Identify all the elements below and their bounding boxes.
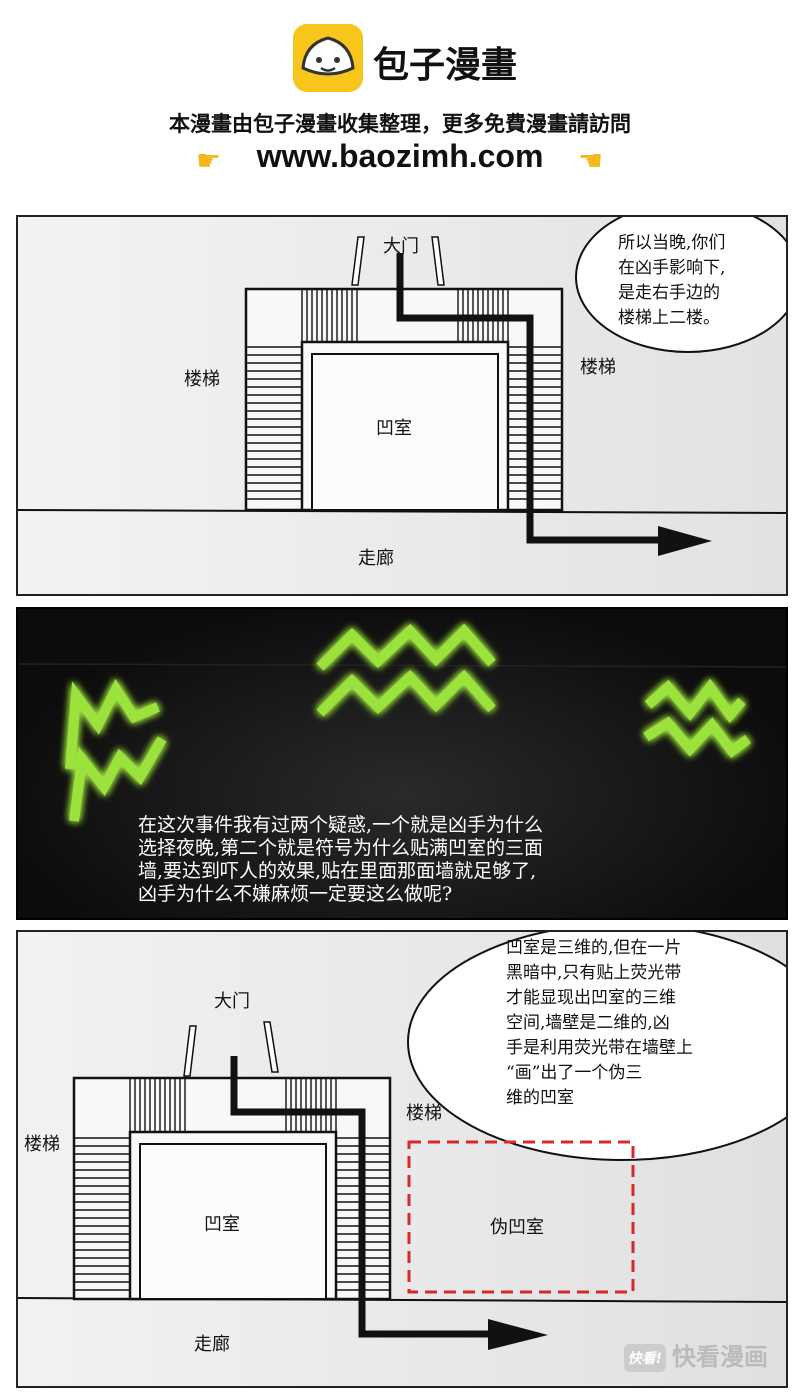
- pointing-right-hand-icon: ☛: [196, 144, 222, 177]
- corridor-label: 走廊: [194, 1334, 230, 1355]
- door-label: 大门: [383, 236, 419, 257]
- narration-line: 凶手为什么不嫌麻烦一定要这么做呢?: [138, 883, 453, 905]
- fake-alcove-label: 伪凹室: [490, 1217, 544, 1238]
- comic-panel-3: 大门 楼梯 楼梯 凹室 伪凹室 走廊 凹室是三维的,但在一片 黑暗中,只有贴上荧…: [16, 930, 788, 1388]
- stairs-left-label: 楼梯: [24, 1134, 60, 1155]
- stairs-right-label: 楼梯: [406, 1103, 442, 1124]
- watermark-text: 快看漫画: [672, 1343, 768, 1371]
- bubble-line: 黑暗中,只有贴上荧光带: [506, 963, 682, 983]
- bubble-line: 空间,墙壁是二维的,凶: [506, 1013, 670, 1033]
- source-banner: 包子漫畫 本漫畫由包子漫畫收集整理，更多免費漫畫請訪問 ☛ www.baozim…: [0, 0, 800, 200]
- bubble-line: 才能显现出凹室的三维: [506, 988, 676, 1008]
- bubble-line: 楼梯上二楼。: [618, 308, 720, 328]
- narration-line: 在这次事件我有过两个疑惑,一个就是凶手为什么: [138, 814, 544, 836]
- bubble-line: 在凶手影响下,: [618, 258, 726, 278]
- bubble-line: 手是利用荧光带在墙壁上: [506, 1038, 693, 1058]
- speech-bubble-3: 凹室是三维的,但在一片 黑暗中,只有贴上荧光带 才能显现出凹室的三维 空间,墙壁…: [506, 936, 693, 1111]
- stairs-right-label: 楼梯: [580, 357, 616, 378]
- floor-plan-drawing-3: [18, 932, 786, 1350]
- speech-bubble-1: 所以当晚,你们 在凶手影响下, 是走右手边的 楼梯上二楼。: [618, 231, 725, 331]
- watermark-badge: 快看!: [623, 1344, 666, 1372]
- narration-line: 选择夜晚,第二个就是符号为什么贴满凹室的三面: [138, 837, 544, 859]
- door-label: 大门: [214, 991, 250, 1012]
- pointing-left-hand-icon: ☚: [578, 144, 604, 177]
- banner-notice: 本漫畫由包子漫畫收集整理，更多免費漫畫請訪問: [169, 112, 631, 136]
- glowing-symbols-drawing: [18, 623, 786, 822]
- floor-plan-drawing-1: [18, 217, 786, 556]
- zigzag-symbols: [65, 623, 751, 822]
- bubble-line: 所以当晚,你们: [618, 233, 726, 253]
- bubble-line: 维的凹室: [506, 1088, 574, 1108]
- site-url-link[interactable]: www.baozimh.com: [256, 138, 544, 174]
- bubble-line: 是走右手边的: [618, 283, 720, 303]
- stairs-left-label: 楼梯: [184, 369, 220, 390]
- corridor-label: 走廊: [358, 548, 394, 569]
- alcove-label: 凹室: [204, 1214, 240, 1235]
- narration-box: 在这次事件我有过两个疑惑,一个就是凶手为什么 选择夜晚,第二个就是符号为什么贴满…: [138, 814, 738, 906]
- kuaikan-watermark: 快看!快看漫画: [623, 1337, 768, 1372]
- logo-text: 包子漫畫: [373, 45, 518, 86]
- narration-line: 墙,要达到吓人的效果,贴在里面那面墙就足够了,: [138, 860, 537, 882]
- comic-panel-2: 在这次事件我有过两个疑惑,一个就是凶手为什么 选择夜晚,第二个就是符号为什么贴满…: [16, 607, 788, 920]
- comic-panel-1: 大门 楼梯 楼梯 凹室 走廊 所以当晚,你们 在凶手影响下, 是走右手边的 楼梯…: [16, 215, 788, 596]
- alcove-label: 凹室: [376, 418, 412, 439]
- bubble-line: “画”出了一个伪三: [506, 1063, 643, 1083]
- bubble-line: 凹室是三维的,但在一片: [506, 938, 682, 958]
- baozi-logo-icon: [293, 24, 363, 92]
